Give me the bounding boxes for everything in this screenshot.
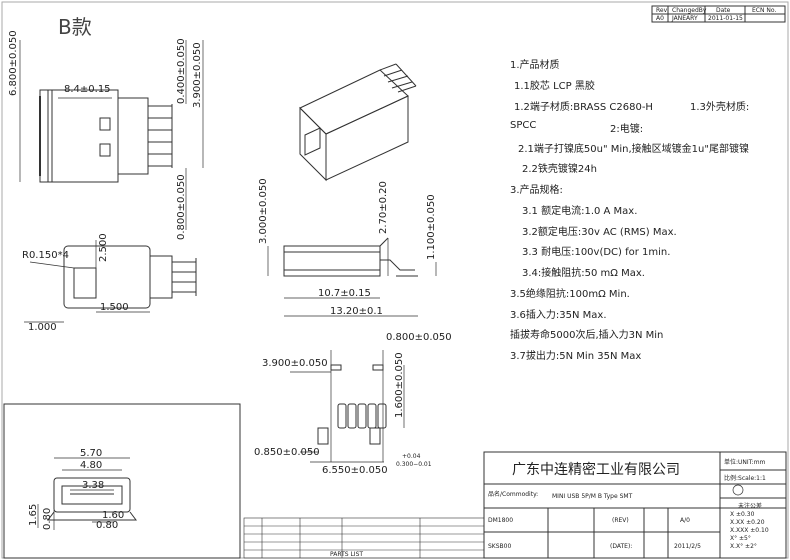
rev-header-rev: Rev (656, 7, 668, 14)
top-view (283, 237, 418, 277)
dim-footprint-lock-pad: 0.800±0.050 (386, 332, 452, 343)
rev-cell-rev: A0 (656, 15, 664, 22)
spec-line: 3.6插入力:35N Max. (510, 310, 607, 321)
spec-line: 1.产品材质 (510, 60, 560, 71)
tol-angle: X° ±5° (730, 535, 751, 542)
dim-end-tongue-height: 1.60 (102, 510, 124, 521)
spec-line: 3.7拔出力:5N Min 35N Max (510, 351, 642, 362)
commodity-label: 品名/Commodity: (488, 490, 538, 498)
dim-footprint-pad-width: 0.300−0.01 (396, 461, 432, 468)
spec-line: 3.产品规格: (510, 185, 563, 196)
dim-side-pin-span: 3.900±0.050 (192, 42, 203, 108)
unit-label: 单位:UNIT:mm (724, 458, 766, 466)
parts-list-label: PARTS LIST (330, 551, 363, 558)
isometric-view (299, 63, 417, 182)
spec-line: 3.5绝缘阻抗:100mΩ Min. (510, 289, 630, 300)
dim-top-height: 3.000±0.050 (258, 178, 269, 244)
rev-header-changedby: ChangedBy (672, 7, 707, 14)
spec-line: 1.3外壳材质: (690, 102, 750, 113)
parts-list-table (243, 517, 485, 559)
rev-value: A/0 (680, 517, 690, 524)
pcb-footprint (317, 364, 387, 445)
revision-table (651, 5, 786, 23)
dim-side-pin-gap: 0.400±0.050 (176, 38, 187, 104)
dim-end-inner-width: 4.80 (80, 460, 102, 471)
bottom-view (63, 245, 197, 309)
end-view-dims (37, 457, 130, 530)
spec-line: SPCC (510, 120, 537, 131)
rev-cell-date: 2011-01-15 (708, 15, 743, 22)
rev-cell-changedby: JANEARY (671, 15, 698, 22)
spec-line: 1.1胶芯 LCP 黑胶 (514, 81, 595, 92)
pcb-footprint-dims (290, 350, 405, 463)
tol-angle-2: X.X° ±2° (730, 543, 757, 550)
rev-header-ecn: ECN No. (752, 7, 776, 14)
top-view-dims (267, 238, 437, 317)
tol-xx: X.XX ±0.20 (730, 519, 765, 526)
dim-footprint-pad-length: 1.600±0.050 (394, 352, 405, 418)
spec-line: 2:电镀: (610, 124, 644, 135)
tolerance-title: 未注公差 (738, 502, 762, 510)
dim-end-outer-width: 5.70 (80, 448, 102, 459)
dim-bottom-window-height: 2.500 (98, 233, 109, 262)
spec-line: 2.2铁壳镀镍24h (522, 164, 597, 175)
spec-line: 2.1端子打镍底50u" Min,接触区域镀金1u"尾部镀镍 (518, 144, 749, 155)
date-label: (DATE): (610, 543, 632, 550)
dim-bottom-radius: R0.150*4 (22, 250, 69, 261)
rev-header-date: Date (716, 7, 731, 14)
dim-top-total-length: 13.20±0.1 (330, 306, 383, 317)
dim-end-gap: 0.80 (96, 520, 118, 531)
commodity-value: MINI USB 5P/M B Type SMT (552, 493, 633, 500)
dim-end-foot: 0.80 (42, 508, 53, 530)
spec-line: 3.1 额定电流:1.0 A Max. (522, 206, 638, 217)
dim-top-body-length: 10.7±0.15 (318, 288, 371, 299)
spec-line: 3.4:接触阻抗:50 mΩ Max. (522, 268, 645, 279)
dim-footprint-tol-plus: +0.04 (402, 453, 421, 460)
dim-footprint-total-width: 6.550±0.050 (322, 465, 388, 476)
dim-top-lead-thickness: 1.100±0.050 (426, 194, 437, 260)
variant-title: B款 (58, 15, 92, 39)
end-view (3, 403, 241, 559)
dim-top-lead-height: 2.70±0.20 (378, 181, 389, 234)
dim-side-pitch: 0.800±0.050 (176, 174, 187, 240)
company-name: 广东中连精密工业有限公司 (512, 461, 680, 478)
side-view-dims (19, 40, 204, 230)
dim-bottom-offset: 1.000 (28, 322, 57, 333)
spec-line: 1.2端子材质:BRASS C2680-H (514, 102, 653, 113)
date-value: 2011/2/5 (674, 543, 701, 550)
tol-xxx: X.XXX ±0.10 (730, 527, 769, 534)
dim-end-height: 1.65 (28, 504, 39, 526)
rev-label: (REV) (612, 517, 629, 524)
tol-x: X ±0.30 (730, 511, 755, 518)
spec-line: 插拔寿命5000次后,插入力3N Min (510, 330, 664, 341)
dim-footprint-pad-span: 3.900±0.050 (262, 358, 328, 369)
spec-line: 3.3 耐电压:100v(DC) for 1min. (522, 247, 671, 258)
dim-side-height: 6.800±0.050 (8, 30, 19, 96)
drawing-number: DM1800 (488, 517, 513, 524)
spec-line: 3.2额定电压:30v AC (RMS) Max. (522, 227, 677, 238)
side-view (39, 89, 173, 183)
title-block (483, 451, 787, 559)
dim-side-width: 8.4±0.15 (64, 84, 111, 95)
bottom-view-dims (24, 240, 150, 323)
dim-end-tongue-width: 3.38 (82, 480, 104, 491)
scale-label: 比例:Scale:1:1 (724, 474, 766, 482)
sheet-code: SKSB00 (488, 543, 511, 550)
dim-footprint-anchor-width: 0.850±0.050 (254, 447, 320, 458)
dim-bottom-window-width: 1.500 (100, 302, 129, 313)
